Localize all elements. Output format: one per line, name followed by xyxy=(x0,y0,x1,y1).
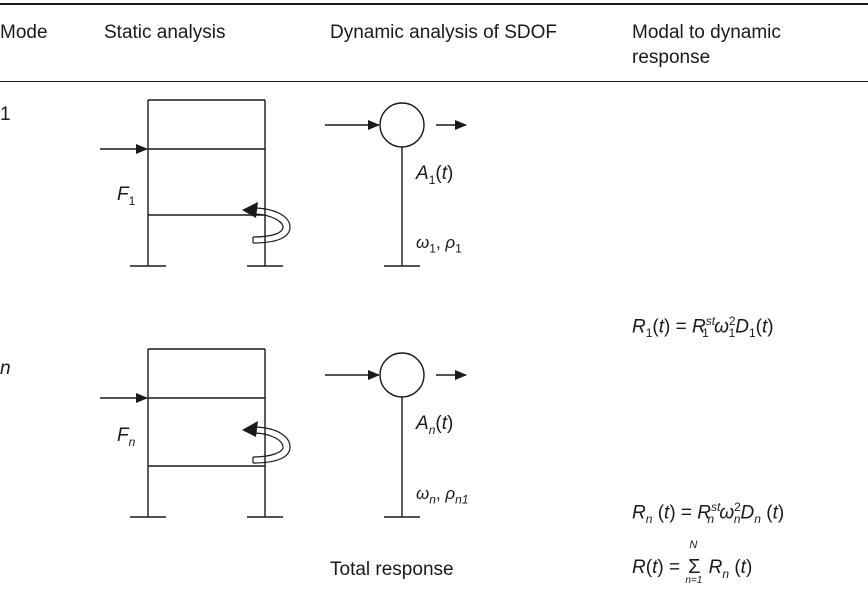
total-response-label: Total response xyxy=(330,559,454,580)
mode-label-1: 1 xyxy=(0,104,11,125)
mass-circle-mode-1 xyxy=(379,102,425,148)
moment-arrowhead-mode-n xyxy=(242,421,258,437)
moment-icon-mode-n xyxy=(251,426,291,464)
sum-symbol: Σ xyxy=(688,556,701,578)
header-modal-line1: Modal to dynamic xyxy=(632,22,781,43)
force-label-mode-n: Fn xyxy=(117,425,136,449)
response-equation-mode-1: R1(t) = Rst1 ω21D1(t) xyxy=(632,314,774,341)
response-equation-mode-n: Rn (t) = Rstn ω2nDn (t) xyxy=(632,500,785,527)
freq-damp-label-mode-1: ω1, ρ1 xyxy=(416,233,462,256)
moment-arrowhead-mode-1 xyxy=(242,202,258,218)
top-rule xyxy=(0,3,868,5)
frame-mode-n xyxy=(130,348,283,518)
force-label-mode-1: F1 xyxy=(117,184,136,208)
header-modal-line2: response xyxy=(632,47,711,68)
header-rule xyxy=(0,81,868,82)
mode-label-n: n xyxy=(0,358,11,379)
header-dynamic-analysis: Dynamic analysis of SDOF xyxy=(330,22,558,43)
total-response-equation: R(t) = N Σ n=1 Rn (t) xyxy=(632,539,753,586)
freq-damp-label-mode-n: ωn, ρn1 xyxy=(416,484,469,507)
frame-mode-1 xyxy=(130,99,283,267)
header-mode: Mode xyxy=(0,22,48,43)
sum-upper: N xyxy=(689,539,698,551)
moment-icon-mode-1 xyxy=(251,207,291,244)
accel-label-mode-n: An(t) xyxy=(416,413,454,437)
mass-circle-mode-n xyxy=(379,352,425,398)
sum-lower: n=1 xyxy=(685,575,703,586)
header-static-analysis: Static analysis xyxy=(104,22,226,43)
accel-label-mode-1: A1(t) xyxy=(416,163,454,187)
